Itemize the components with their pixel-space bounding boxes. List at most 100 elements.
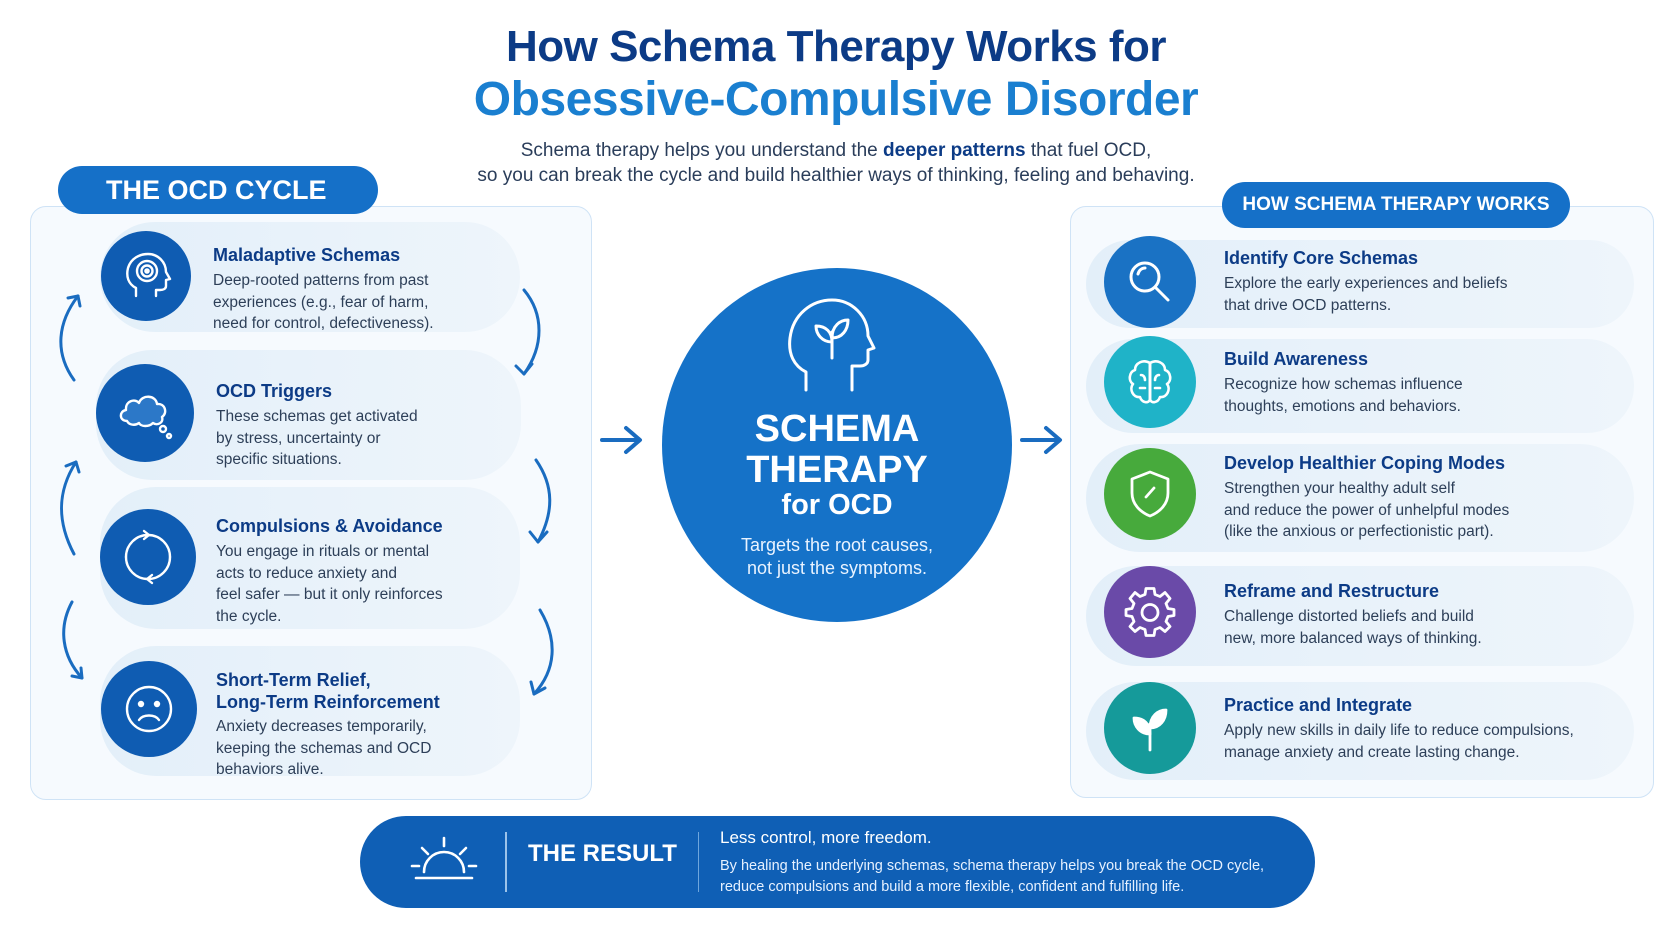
therapy-step-2: Build Awareness Recognize how schemas in…: [1224, 348, 1624, 417]
desc-line: new, more balanced ways of thinking.: [1224, 629, 1482, 647]
desc-line: specific situations.: [216, 451, 342, 468]
cycle-arrowhead: [64, 460, 81, 474]
therapy-step-desc: Strengthen your healthy adult self and r…: [1224, 478, 1624, 543]
gear-icon: [1104, 566, 1196, 658]
page-title-line1: How Schema Therapy Works for: [505, 22, 1167, 71]
cycle-arrow-left-3: [62, 600, 84, 680]
page-subtitle: Schema therapy helps you understand the …: [0, 138, 1672, 188]
head-sprout-icon: [788, 298, 876, 392]
cycle-step-1: Maladaptive Schemas Deep-rooted patterns…: [213, 244, 503, 335]
cycle-step-desc: Deep-rooted patterns from past experienc…: [213, 270, 503, 335]
magnifier-icon: [1104, 236, 1196, 328]
therapy-step-5: Practice and Integrate Apply new skills …: [1224, 694, 1634, 763]
ocd-cycle-heading: THE OCD CYCLE: [58, 166, 378, 214]
subtitle-post: that fuel OCD,: [1025, 140, 1152, 161]
center-desc-line: Targets the root causes,: [740, 535, 934, 555]
therapy-step-desc: Explore the early experiences and belief…: [1224, 273, 1624, 316]
desc-line: Deep-rooted patterns from past: [213, 272, 429, 289]
result-divider: [505, 832, 507, 892]
desc-line: thoughts, emotions and behaviors.: [1224, 397, 1461, 415]
therapy-step-desc: Challenge distorted beliefs and build ne…: [1224, 606, 1624, 649]
arrow-right-icon: [600, 426, 642, 454]
result-divider: [698, 832, 699, 892]
desc-line: Anxiety decreases temporarily,: [216, 718, 427, 735]
schema-therapy-heading: HOW SCHEMA THERAPY WORKS: [1222, 182, 1570, 228]
cycle-arrows-icon: [100, 509, 196, 605]
sprout-icon: [1104, 682, 1196, 774]
desc-line: experiences (e.g., fear of harm,: [213, 293, 429, 311]
result-desc-line: By healing the underlying schemas, schem…: [720, 858, 1265, 874]
cycle-arrow-left-1: [59, 294, 80, 382]
desc-line: Explore the early experiences and belief…: [1224, 275, 1508, 292]
center-desc: Targets the root causes, not just the sy…: [700, 534, 974, 580]
cycle-step-desc: These schemas get activated by stress, u…: [216, 406, 506, 471]
center-circle: [662, 268, 1012, 622]
desc-line: behaviors alive.: [216, 761, 324, 778]
subtitle-pre: Schema therapy helps you understand the: [520, 140, 884, 161]
cycle-arrow-left-2: [59, 460, 78, 556]
cycle-step-title: OCD Triggers: [216, 381, 333, 401]
desc-line: Strengthen your healthy adult self: [1224, 480, 1455, 497]
therapy-step-desc: Apply new skills in daily life to reduce…: [1224, 720, 1634, 763]
cycle-step-title-line2: Long-Term Reinforcement: [216, 692, 440, 712]
desc-line: and reduce the power of unhelpful modes: [1224, 501, 1510, 519]
cycle-arrow-right-2: [534, 458, 552, 544]
cycle-step-title: Compulsions & Avoidance: [216, 516, 443, 536]
therapy-step-title: Identify Core Schemas: [1224, 248, 1419, 268]
desc-line: acts to reduce anxiety and: [216, 564, 397, 582]
cycle-arrowhead: [529, 680, 547, 696]
cycle-step-desc: You engage in rituals or mental acts to …: [216, 541, 516, 627]
sunrise-icon: [410, 836, 478, 880]
desc-line: (like the anxious or perfectionistic par…: [1224, 523, 1494, 540]
cycle-arrowhead: [514, 362, 534, 376]
result-banner: [360, 816, 1315, 908]
center-title-line1: SCHEMA: [754, 408, 920, 450]
cycle-step-title: Maladaptive Schemas: [213, 245, 401, 265]
desc-line: by stress, uncertainty or: [216, 429, 381, 447]
cycle-arrowhead: [528, 530, 549, 544]
shield-icon: [1104, 448, 1196, 540]
therapy-step-4: Reframe and Restructure Challenge distor…: [1224, 580, 1624, 649]
center-title-line2: THERAPY: [746, 449, 928, 491]
cycle-arrowhead: [66, 294, 82, 308]
cycle-step-2: OCD Triggers These schemas get activated…: [216, 380, 506, 471]
center-desc-line: not just the symptoms.: [746, 558, 928, 578]
cycle-step-desc: Anxiety decreases temporarily, keeping t…: [216, 716, 506, 781]
result-desc-line: reduce compulsions and build a more flex…: [720, 879, 1185, 895]
desc-line: You engage in rituals or mental: [216, 543, 430, 560]
head-target-icon: [101, 231, 191, 321]
therapy-step-title: Build Awareness: [1224, 349, 1369, 369]
desc-line: Apply new skills in daily life to reduce…: [1224, 722, 1574, 739]
arrow-right-icon: [1020, 426, 1062, 454]
brain-icon: [1104, 336, 1196, 428]
therapy-step-title: Practice and Integrate: [1224, 695, 1413, 715]
therapy-step-desc: Recognize how schemas influence thoughts…: [1224, 374, 1624, 417]
therapy-step-title: Reframe and Restructure: [1224, 581, 1440, 601]
thought-cloud-icon: [96, 364, 194, 462]
desc-line: that drive OCD patterns.: [1224, 296, 1392, 314]
page-title-line2: Obsessive-Compulsive Disorder: [473, 73, 1199, 126]
desc-line: feel safer — but it only reinforces: [216, 586, 443, 603]
result-desc: By healing the underlying schemas, schem…: [720, 856, 1300, 898]
desc-line: Challenge distorted beliefs and build: [1224, 608, 1474, 625]
result-label: THE RESULT: [528, 840, 677, 867]
subtitle-line2: so you can break the cycle and build hea…: [477, 165, 1195, 186]
cycle-arrow-right-3: [532, 608, 554, 696]
result-headline: Less control, more freedom.: [720, 828, 932, 847]
cycle-step-3: Compulsions & Avoidance You engage in ri…: [216, 515, 516, 627]
center-title-line3: for OCD: [781, 489, 893, 521]
desc-line: keeping the schemas and OCD: [216, 739, 432, 757]
sad-face-icon: [101, 661, 197, 757]
desc-line: manage anxiety and create lasting change…: [1224, 743, 1520, 761]
cycle-step-title-line1: Short-Term Relief,: [216, 670, 371, 690]
cycle-step-4: Short-Term Relief, Long-Term Reinforceme…: [216, 669, 506, 781]
cycle-arrow-right-1: [522, 288, 541, 376]
therapy-step-1: Identify Core Schemas Explore the early …: [1224, 247, 1624, 316]
desc-line: need for control, defectiveness).: [213, 315, 434, 332]
cycle-arrowhead: [70, 666, 84, 680]
therapy-step-title: Develop Healthier Coping Modes: [1224, 453, 1506, 473]
desc-line: the cycle.: [216, 607, 282, 625]
cycle-arrows: [59, 288, 554, 696]
desc-line: These schemas get activated: [216, 408, 418, 425]
desc-line: Recognize how schemas influence: [1224, 376, 1463, 393]
